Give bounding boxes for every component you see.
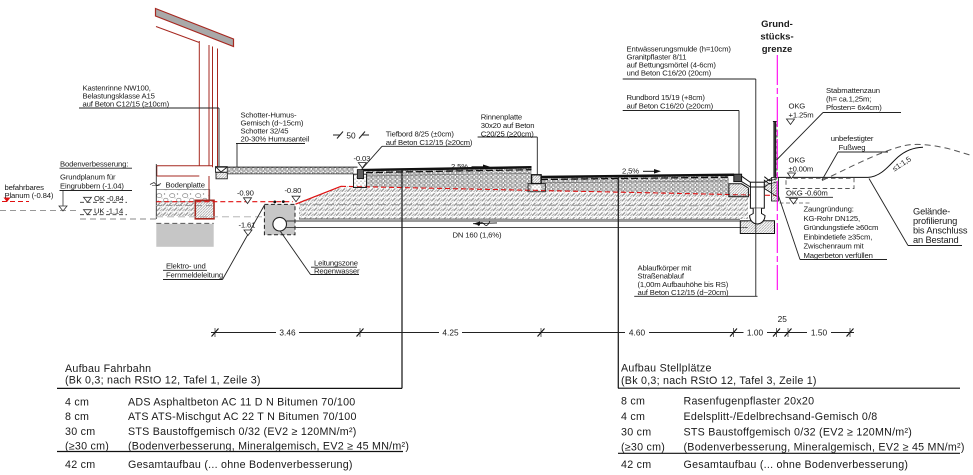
svg-text:auf Beton C12/15 (≥10cm): auf Beton C12/15 (≥10cm) bbox=[83, 100, 170, 109]
svg-text:(Bk 0,3; nach RStO 12, Tafel 1: (Bk 0,3; nach RStO 12, Tafel 1, Zeile 3) bbox=[65, 375, 261, 387]
svg-text:STS Baustoffgemisch 0/32 (EV2: STS Baustoffgemisch 0/32 (EV2 ≥ 120MN/m²… bbox=[684, 426, 913, 438]
svg-text:30 cm: 30 cm bbox=[621, 426, 651, 438]
svg-text:auf Beton C12/15 (≥20cm): auf Beton C12/15 (≥20cm) bbox=[386, 138, 473, 147]
svg-text:3.46: 3.46 bbox=[279, 327, 296, 337]
svg-text:50: 50 bbox=[346, 131, 356, 141]
svg-text:Zwischenraum mit: Zwischenraum mit bbox=[804, 242, 865, 251]
svg-text:-0.03: -0.03 bbox=[354, 154, 371, 163]
svg-text:8 cm: 8 cm bbox=[65, 411, 89, 423]
svg-text:grenze: grenze bbox=[762, 44, 793, 55]
svg-text:an Bestand: an Bestand bbox=[913, 235, 959, 245]
svg-text:C20/25 (≥20cm): C20/25 (≥20cm) bbox=[481, 130, 535, 139]
svg-text:Gelände-: Gelände- bbox=[913, 207, 950, 217]
svg-text:42 cm: 42 cm bbox=[621, 459, 651, 471]
svg-text:OKG: OKG bbox=[789, 156, 806, 165]
svg-text:befahrbares: befahrbares bbox=[5, 183, 45, 192]
svg-text:UK -1.14: UK -1.14 bbox=[94, 207, 124, 216]
svg-text:Grundplanum für: Grundplanum für bbox=[60, 173, 116, 182]
svg-text:auf Beton C16/20 (≥20cm): auf Beton C16/20 (≥20cm) bbox=[627, 102, 714, 111]
svg-text:(h= ca.1,25m;: (h= ca.1,25m; bbox=[826, 95, 871, 104]
svg-text:Grund-: Grund- bbox=[761, 19, 793, 30]
svg-text:(Bk 0,3; nach RStO 12, Tafel 3: (Bk 0,3; nach RStO 12, Tafel 3, Zeile 1) bbox=[621, 375, 817, 387]
svg-text:stücks-: stücks- bbox=[760, 32, 793, 43]
svg-text:Aufbau Stellplätze: Aufbau Stellplätze bbox=[621, 363, 712, 375]
svg-text:8 cm: 8 cm bbox=[621, 396, 645, 408]
svg-text:Gründungstiefe ≥60cm: Gründungstiefe ≥60cm bbox=[804, 223, 879, 232]
svg-text:(≥30 cm): (≥30 cm) bbox=[65, 441, 109, 453]
svg-text:2,5%: 2,5% bbox=[622, 167, 639, 176]
svg-text:Rasenfugenpflaster 20x20: Rasenfugenpflaster 20x20 bbox=[684, 396, 815, 408]
svg-text:20-30% Humusanteil: 20-30% Humusanteil bbox=[241, 135, 310, 144]
svg-text:bis Anschluss: bis Anschluss bbox=[913, 226, 968, 236]
svg-text:Gesamtaufbau (... ohne Bodenve: Gesamtaufbau (... ohne Bodenverbesserung… bbox=[684, 459, 909, 471]
svg-text:Kastenrinne NW100,: Kastenrinne NW100, bbox=[83, 84, 151, 93]
svg-text:1.00: 1.00 bbox=[747, 327, 764, 337]
svg-text:Pfosten= 6x4cm): Pfosten= 6x4cm) bbox=[826, 103, 882, 112]
svg-text:OK -0.84: OK -0.84 bbox=[94, 194, 124, 203]
svg-text:Fußweg: Fußweg bbox=[839, 143, 866, 152]
svg-text:25: 25 bbox=[778, 314, 788, 324]
svg-text:Aufbau Fahrbahn: Aufbau Fahrbahn bbox=[65, 363, 151, 375]
svg-text:KG-Rohr DN125,: KG-Rohr DN125, bbox=[804, 214, 860, 223]
svg-text:auf Beton C12/15 (d~20cm): auf Beton C12/15 (d~20cm) bbox=[638, 288, 729, 297]
svg-text:Leitungszone: Leitungszone bbox=[314, 259, 358, 268]
svg-text:Schotter 32/45: Schotter 32/45 bbox=[241, 127, 289, 136]
svg-text:Stabmattenzaun: Stabmattenzaun bbox=[826, 86, 880, 95]
svg-text:Gemisch (d~15cm): Gemisch (d~15cm) bbox=[241, 119, 304, 128]
svg-text:Rundbord 15/19 (+8cm): Rundbord 15/19 (+8cm) bbox=[627, 93, 706, 102]
svg-text:30x20 auf Beton: 30x20 auf Beton bbox=[481, 121, 535, 130]
svg-text:unbefestigter: unbefestigter bbox=[831, 134, 874, 143]
svg-text:DN 160 (1,6%): DN 160 (1,6%) bbox=[453, 231, 502, 240]
svg-text:und Beton C16/20 (20cm): und Beton C16/20 (20cm) bbox=[627, 69, 712, 78]
svg-text:Ablaufkörper mit: Ablaufkörper mit bbox=[638, 264, 693, 273]
svg-text:Einbindetiefe ≥35cm,: Einbindetiefe ≥35cm, bbox=[804, 232, 873, 241]
svg-text:-0.90: -0.90 bbox=[237, 189, 254, 198]
svg-text:1.50: 1.50 bbox=[811, 327, 828, 337]
svg-text:Magerbeton verfüllen: Magerbeton verfüllen bbox=[804, 251, 873, 260]
svg-text:(Bodenverbesserung, Mineralgem: (Bodenverbesserung, Mineralgemisch, EV2 … bbox=[684, 442, 965, 454]
svg-text:30 cm: 30 cm bbox=[65, 426, 95, 438]
svg-text:Rinnenplatte: Rinnenplatte bbox=[481, 113, 522, 122]
svg-text:Belastungsklasse A15: Belastungsklasse A15 bbox=[83, 92, 155, 101]
svg-text:±0.00m: ±0.00m bbox=[789, 165, 814, 174]
svg-text:ATS ATS-Mischgut AC 22 T N Bit: ATS ATS-Mischgut AC 22 T N Bitumen 70/10… bbox=[128, 411, 357, 423]
svg-text:Zaungründung:: Zaungründung: bbox=[804, 205, 854, 214]
svg-text:4 cm: 4 cm bbox=[65, 396, 89, 408]
svg-text:Eingrubbern (-1.04): Eingrubbern (-1.04) bbox=[60, 182, 124, 191]
svg-text:Bodenplatte: Bodenplatte bbox=[166, 181, 205, 190]
svg-text:-1.61: -1.61 bbox=[239, 221, 256, 230]
svg-text:-0.80: -0.80 bbox=[285, 186, 302, 195]
svg-text:OKG: OKG bbox=[789, 102, 806, 111]
svg-text:Elektro- und: Elektro- und bbox=[166, 262, 206, 271]
svg-text:ADS Asphaltbeton AC 11 D N Bit: ADS Asphaltbeton AC 11 D N Bitumen 70/10… bbox=[128, 396, 356, 408]
svg-text:Edelsplitt-/Edelbrechsand-Gemi: Edelsplitt-/Edelbrechsand-Gemisch 0/8 bbox=[684, 411, 878, 423]
svg-text:≤1:1,5: ≤1:1,5 bbox=[891, 155, 913, 174]
svg-text:(Bodenverbesserung, Mineralgem: (Bodenverbesserung, Mineralgemisch, EV2 … bbox=[128, 441, 409, 453]
svg-text:Bodenverbesserung:: Bodenverbesserung: bbox=[60, 160, 128, 169]
svg-text:Regenwasser: Regenwasser bbox=[314, 267, 360, 276]
svg-text:Fernmeldeleitung: Fernmeldeleitung bbox=[166, 271, 223, 280]
svg-text:Granitpflaster 8/11: Granitpflaster 8/11 bbox=[627, 53, 687, 62]
svg-text:Straßenablauf: Straßenablauf bbox=[638, 272, 685, 281]
svg-text:Planum (-0.84): Planum (-0.84) bbox=[5, 191, 54, 200]
svg-text:42 cm: 42 cm bbox=[65, 459, 95, 471]
svg-text:profilierung: profilierung bbox=[913, 216, 957, 226]
svg-text:—: — bbox=[152, 181, 160, 190]
svg-text:auf Bettungsmörtel (4-6cm): auf Bettungsmörtel (4-6cm) bbox=[627, 61, 717, 70]
svg-text:Gesamtaufbau (... ohne Bodenve: Gesamtaufbau (... ohne Bodenverbesserung… bbox=[128, 459, 353, 471]
svg-text:Entwässerungsmulde (h=10cm): Entwässerungsmulde (h=10cm) bbox=[627, 45, 732, 54]
svg-text:4 cm: 4 cm bbox=[621, 411, 645, 423]
svg-text:+1.25m: +1.25m bbox=[789, 111, 814, 120]
svg-text:(1,00m Aufbauhöhe bis RS): (1,00m Aufbauhöhe bis RS) bbox=[638, 280, 729, 289]
svg-text:4.25: 4.25 bbox=[442, 327, 459, 337]
svg-text:STS Baustoffgemisch 0/32 (EV2: STS Baustoffgemisch 0/32 (EV2 ≥ 120MN/m²… bbox=[128, 426, 357, 438]
svg-text:(≥30 cm): (≥30 cm) bbox=[621, 442, 665, 454]
svg-text:Tiefbord 8/25 (±0cm): Tiefbord 8/25 (±0cm) bbox=[386, 130, 455, 139]
svg-text:4.60: 4.60 bbox=[629, 327, 646, 337]
svg-text:2,5%: 2,5% bbox=[451, 162, 468, 171]
svg-text:Schotter-Humus-: Schotter-Humus- bbox=[241, 111, 297, 120]
svg-text:OKG -0.60m: OKG -0.60m bbox=[786, 189, 828, 198]
